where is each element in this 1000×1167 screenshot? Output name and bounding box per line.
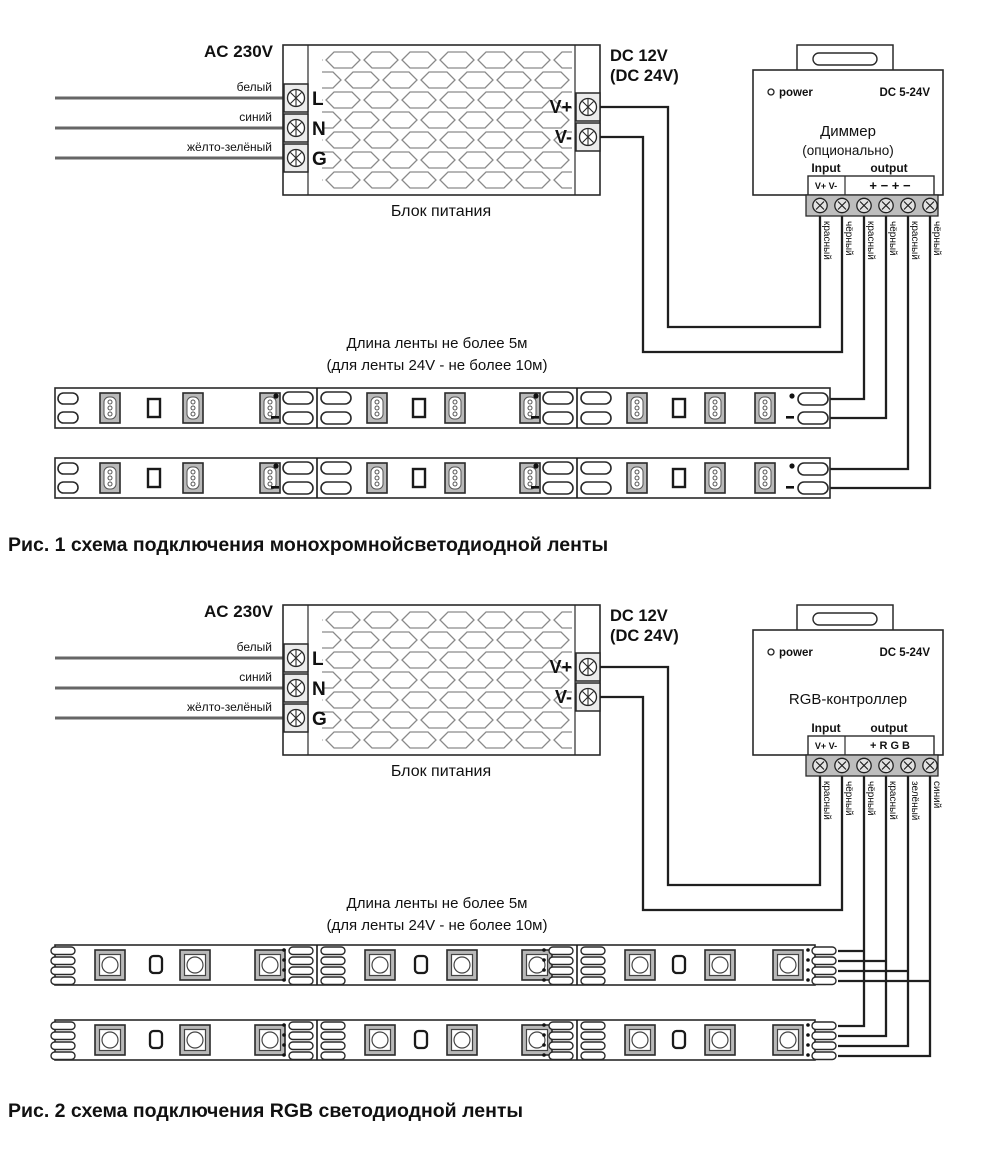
svg-text:красный: красный <box>821 221 832 260</box>
terminal-vplus: V+ <box>549 97 572 117</box>
power-led-icon <box>767 648 775 656</box>
dc-voltage-alt-label: (DC 24V) <box>610 67 679 85</box>
svg-text:чёрный: чёрный <box>931 221 942 256</box>
rgb-strip-1 <box>51 945 836 985</box>
ac-wires <box>55 656 284 720</box>
rgb-output-wires <box>838 776 932 1058</box>
wire-white-label: белый <box>237 640 272 654</box>
led-strip-1 <box>55 388 830 428</box>
input-label: Input <box>811 161 840 175</box>
input-label: Input <box>811 721 840 735</box>
voltage-range-label: DC 5-24V <box>880 87 931 99</box>
controller-title: RGB-контроллер <box>789 691 907 708</box>
output-label: output <box>870 161 907 175</box>
output-label: output <box>870 721 907 735</box>
power-led-label: power <box>779 87 813 99</box>
svg-text:чёрный: чёрный <box>887 221 898 256</box>
length-note-line1: Длина ленты не более 5м <box>347 895 528 912</box>
mounting-slot <box>812 612 878 626</box>
svg-text:чёрный: чёрный <box>865 781 876 816</box>
mounting-slot <box>812 52 878 66</box>
svg-text:красный: красный <box>887 781 898 820</box>
wire-color-labels: красный чёрный красный чёрный красный чё… <box>821 221 942 260</box>
terminal-vminus: V- <box>555 687 572 707</box>
dc-voltage-label: DC 12V <box>610 47 668 65</box>
figure-2-rgb-diagram: AC 230V белый синий жёлто-зелёный L N G … <box>8 602 944 1122</box>
power-supply-unit: L N G V+ V- <box>282 44 601 196</box>
dc-output-wires <box>828 216 932 490</box>
controller-title: Диммер <box>820 123 876 140</box>
terminal-g: G <box>312 149 327 170</box>
vent-grid <box>322 610 572 750</box>
wire-yellow-green-label: жёлто-зелёный <box>187 700 272 714</box>
svg-text:зелёный: зелёный <box>909 781 920 820</box>
rgb-strip-2 <box>51 1020 836 1060</box>
figure2-caption: Рис. 2 схема подключения RGB светодиодно… <box>8 1100 523 1122</box>
svg-text:красный: красный <box>909 221 920 260</box>
length-note-line2: (для ленты 24V - не более 10м) <box>326 917 547 934</box>
dc-voltage-alt-label: (DC 24V) <box>610 627 679 645</box>
led-strip-2 <box>55 458 830 498</box>
power-led-label: power <box>779 647 813 659</box>
dimmer-controller: power DC 5-24V Диммер (опционально) Inpu… <box>752 44 944 217</box>
output-terminals-label: + R G B <box>870 740 910 752</box>
terminal-n: N <box>312 679 326 700</box>
terminal-l: L <box>312 89 324 110</box>
wire-blue-label: синий <box>239 110 272 124</box>
psu-name: Блок питания <box>391 763 491 780</box>
wire-blue-label: синий <box>239 670 272 684</box>
output-terminals-label: + − + − <box>869 178 911 193</box>
terminal-g: G <box>312 709 327 730</box>
wire-white-label: белый <box>237 80 272 94</box>
wire-color-labels: красный чёрный чёрный красный зелёный си… <box>821 781 942 820</box>
input-terminals-label: V+ V- <box>815 181 837 191</box>
svg-text:чёрный: чёрный <box>843 221 854 256</box>
length-note-line1: Длина ленты не более 5м <box>347 335 528 352</box>
dc-voltage-label: DC 12V <box>610 607 668 625</box>
svg-text:красный: красный <box>821 781 832 820</box>
ac-voltage-label: AC 230V <box>204 42 274 61</box>
voltage-range-label: DC 5-24V <box>880 647 931 659</box>
svg-text:красный: красный <box>865 221 876 260</box>
dc-input-wires <box>600 105 844 354</box>
wire-yellow-green-label: жёлто-зелёный <box>187 140 272 154</box>
figure-1-mono-diagram: AC 230V белый синий жёлто-зелёный L N G … <box>8 42 944 556</box>
length-note-line2: (для ленты 24V - не более 10м) <box>326 357 547 374</box>
ac-voltage-label: AC 230V <box>204 602 274 621</box>
power-supply-unit: L N G V+ V- <box>282 604 601 756</box>
terminal-l: L <box>312 649 324 670</box>
terminal-vplus: V+ <box>549 657 572 677</box>
terminal-vminus: V- <box>555 127 572 147</box>
ac-wires <box>55 96 284 160</box>
power-led-icon <box>767 88 775 96</box>
controller-subtitle: (опционально) <box>802 143 893 158</box>
psu-name: Блок питания <box>391 203 491 220</box>
figure1-caption: Рис. 1 схема подключения монохромнойсвет… <box>8 534 608 556</box>
rgb-controller: power DC 5-24V RGB-контроллер Input outp… <box>752 604 944 777</box>
input-terminals-label: V+ V- <box>815 741 837 751</box>
vent-grid <box>322 50 572 190</box>
dc-input-wires <box>600 665 844 912</box>
svg-text:чёрный: чёрный <box>843 781 854 816</box>
svg-text:синий: синий <box>931 781 942 808</box>
terminal-n: N <box>312 119 326 140</box>
